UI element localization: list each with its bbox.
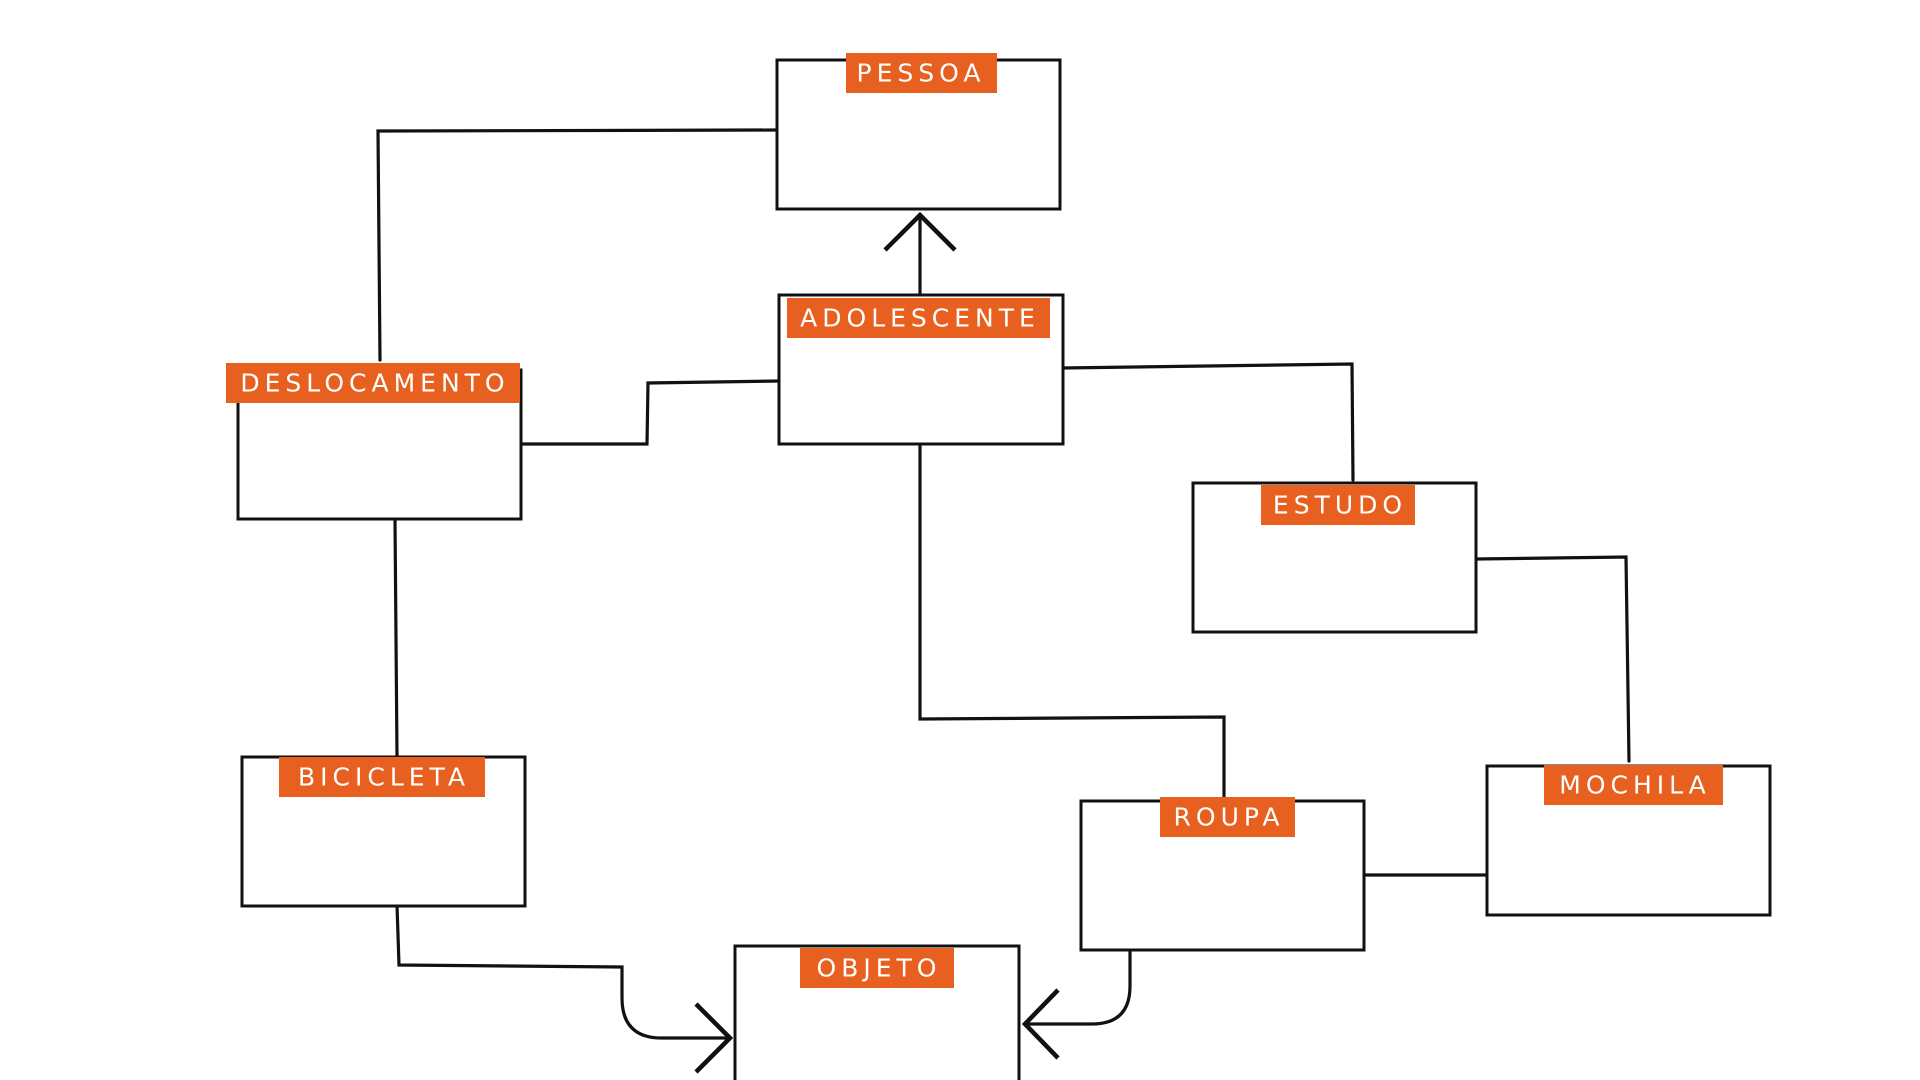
edge-adolescente-deslocamento: [520, 379, 783, 446]
node-objeto: OBJETO: [733, 944, 1021, 1080]
node-label-badge: [787, 298, 1050, 338]
node-label: OBJETO: [817, 954, 942, 983]
node-deslocamento: DESLOCAMENTO: [226, 363, 523, 521]
node-pessoa: PESSOA: [775, 53, 1062, 211]
node-label-badge: [1544, 765, 1723, 805]
edge-adolescente-roupa: [918, 444, 1226, 802]
edges: [376, 128, 1631, 1040]
node-adolescente: ADOLESCENTE: [777, 293, 1065, 446]
arrow-head-to-pessoa: [883, 211, 957, 252]
node-label: ROUPA: [1174, 803, 1285, 832]
node-label: MOCHILA: [1559, 771, 1710, 800]
edge-adolescente-estudo: [1060, 362, 1355, 482]
edge-bicicleta-objeto: [395, 903, 732, 1040]
node-bicicleta: BICICLETA: [240, 755, 527, 908]
node-estudo: ESTUDO: [1191, 481, 1478, 634]
node-label: ADOLESCENTE: [800, 304, 1040, 333]
node-mochila: MOCHILA: [1485, 764, 1772, 917]
edge-deslocamento-bicicleta: [393, 518, 399, 758]
node-label: BICICLETA: [298, 763, 470, 792]
edge-roupa-objeto: [1023, 948, 1132, 1026]
node-roupa: ROUPA: [1079, 797, 1366, 952]
arrow-heads: [694, 211, 1060, 1074]
node-label-badge: [1261, 485, 1415, 525]
node-label-badge: [226, 363, 520, 403]
edge-pessoa-deslocamento: [376, 128, 779, 362]
arrow-head-roupa-to-objeto: [1021, 988, 1060, 1060]
node-label: ESTUDO: [1273, 491, 1407, 520]
edge-estudo-mochila: [1474, 555, 1631, 763]
node-label-badge: [846, 53, 997, 93]
node-label-badge: [1160, 797, 1295, 837]
node-label-badge: [800, 948, 954, 988]
node-label-badge: [279, 757, 485, 797]
arrow-head-bicicleta-to-objeto: [694, 1002, 734, 1074]
node-label: DESLOCAMENTO: [240, 369, 509, 398]
node-label: PESSOA: [857, 59, 986, 88]
